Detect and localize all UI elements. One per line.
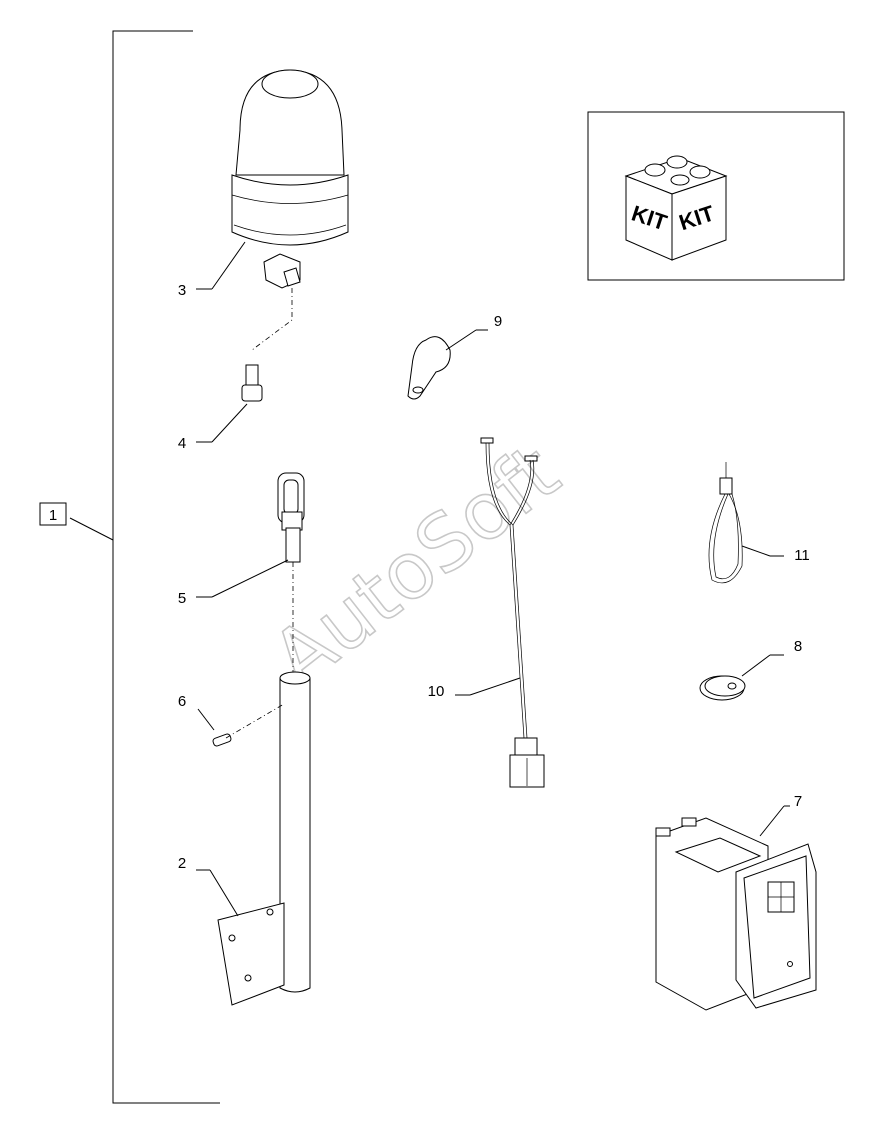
callout-7: 7	[794, 793, 802, 810]
callout-11: 11	[794, 547, 810, 564]
callout-8: 8	[794, 638, 802, 655]
callout-1: 1	[49, 507, 57, 524]
set-screw	[212, 733, 232, 747]
cable-clip	[407, 336, 451, 400]
callout-2: 2	[178, 855, 186, 872]
assembly-bracket: 1	[39, 30, 220, 1104]
wiring-harness	[480, 437, 545, 788]
callout-6: 6	[178, 693, 186, 710]
rocker-switch	[655, 817, 817, 1011]
callout-10: 10	[428, 683, 445, 700]
callout-5: 5	[178, 590, 186, 607]
callout-9: 9	[494, 313, 502, 330]
callout-3: 3	[178, 282, 186, 299]
kit-box: KIT KIT	[587, 111, 845, 281]
cable-tie	[708, 462, 743, 584]
grommet	[699, 675, 746, 701]
mast-tube	[217, 671, 311, 1006]
callout-4: 4	[178, 435, 186, 452]
mounting-pin	[277, 472, 305, 563]
watermark: AutoSoft	[256, 428, 575, 705]
terminal-pin	[241, 364, 263, 402]
beacon-lamp	[231, 69, 349, 289]
